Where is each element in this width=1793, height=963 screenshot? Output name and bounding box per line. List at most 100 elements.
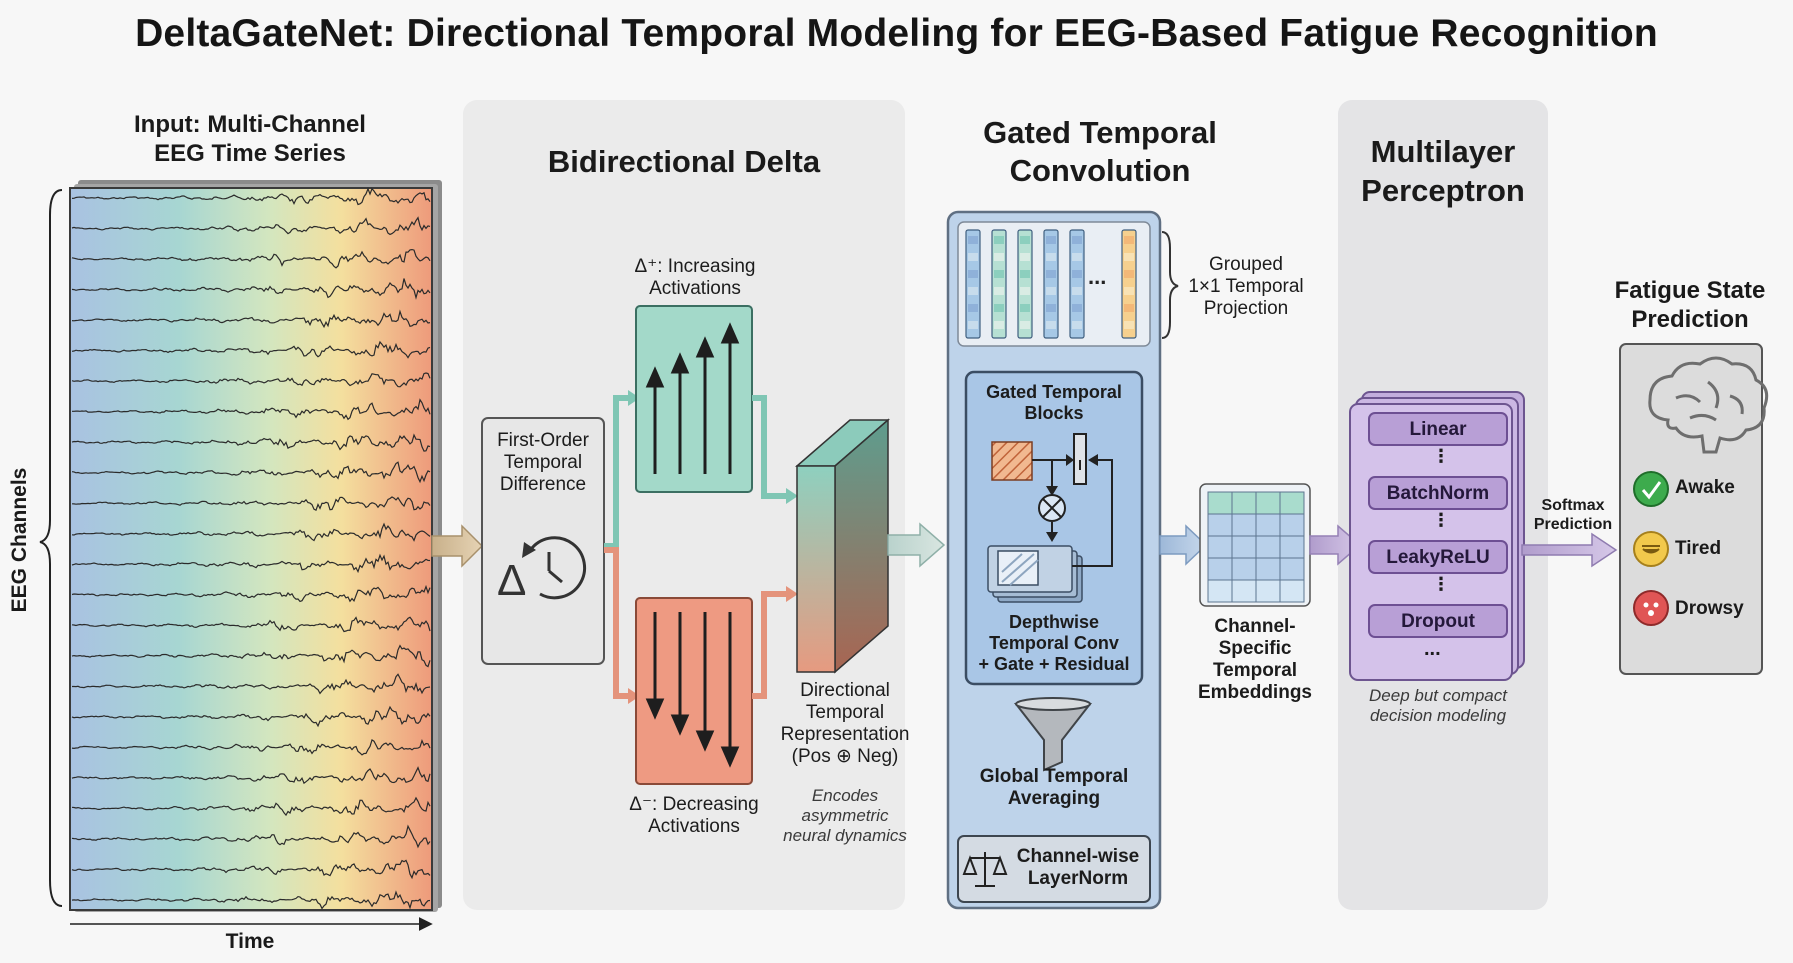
down-arrows xyxy=(645,612,740,768)
input-heading-line2: EEG Time Series xyxy=(154,140,346,167)
connector-to-increase xyxy=(604,395,630,549)
drowsy-icon xyxy=(1633,590,1669,626)
increase-line2: Activations xyxy=(649,278,741,299)
first-order-line1: First-Order xyxy=(497,430,589,451)
repr-line3: Representation xyxy=(780,724,910,745)
emb-line1: Channel- xyxy=(1214,616,1296,637)
connector-increase-to-repr xyxy=(752,395,790,499)
embedding-cell xyxy=(1207,491,1233,515)
gap-line2: Averaging xyxy=(1007,788,1101,809)
gated-blocks-label: Gated Temporal Blocks xyxy=(966,382,1142,424)
diagram-title: DeltaGateNet: Directional Temporal Model… xyxy=(135,12,1658,55)
eeg-trace xyxy=(71,433,431,452)
arrow-delta-to-gated xyxy=(887,522,946,568)
eeg-trace xyxy=(71,187,431,206)
gated-blocks-line1: Gated Temporal xyxy=(986,382,1122,402)
decrease-label: Δ⁻: Decreasing Activations xyxy=(596,794,792,838)
softmax-line1: Softmax xyxy=(1541,497,1605,514)
gate-bar xyxy=(1073,433,1087,485)
embedding-label: Channel- Specific Temporal Embeddings xyxy=(1180,616,1330,704)
mlp-note-line2: decision modeling xyxy=(1369,706,1507,725)
gated-blocks-line2: Blocks xyxy=(1024,403,1084,423)
hatched-input-square xyxy=(991,441,1033,481)
layernorm-box xyxy=(957,835,1151,903)
directional-representation-block xyxy=(794,418,891,674)
arrow-gated-to-embed xyxy=(1159,524,1208,566)
emb-line2: Specific xyxy=(1218,638,1292,659)
embedding-cell xyxy=(1255,579,1281,603)
eeg-trace xyxy=(72,673,431,695)
input-heading: Input: Multi-Channel EEG Time Series xyxy=(90,110,410,168)
delta-heading: Bidirectional Delta xyxy=(547,144,821,179)
gap-label: Global Temporal Averaging xyxy=(958,766,1150,810)
mlp-dots: ... xyxy=(1424,638,1441,660)
brain-icon xyxy=(1648,356,1769,454)
dw-line1: Depthwise xyxy=(1008,612,1100,632)
embedding-cell xyxy=(1255,557,1281,581)
embedding-cell xyxy=(1207,535,1233,559)
softmax-line2: Prediction xyxy=(1533,516,1613,533)
eeg-trace xyxy=(71,824,431,849)
eeg-trace xyxy=(71,340,431,359)
channel-brace xyxy=(39,189,63,907)
eeg-trace xyxy=(71,553,431,574)
decrease-line1: Δ⁻: Decreasing xyxy=(629,794,759,815)
first-order-line3: Difference xyxy=(499,474,587,495)
depthwise-conv-stack xyxy=(987,545,1086,603)
repr-line1: Directional xyxy=(800,680,890,701)
grouped-line1: Grouped xyxy=(1209,254,1283,275)
embedding-cell xyxy=(1255,491,1281,515)
grouped-label: Grouped 1×1 Temporal Projection xyxy=(1176,254,1316,320)
embedding-cell xyxy=(1207,579,1233,603)
emb-line3: Temporal xyxy=(1212,660,1298,681)
embedding-cell xyxy=(1279,557,1305,581)
prediction-box xyxy=(1619,343,1763,675)
note-line1: Encodes xyxy=(811,786,879,805)
state-tired: Tired xyxy=(1675,538,1722,559)
residual-loop xyxy=(1086,459,1113,567)
embedding-cell xyxy=(1231,579,1257,603)
connector-to-decrease xyxy=(604,547,630,699)
balance-scale-icon xyxy=(962,852,1008,887)
prediction-heading: Fatigue State Prediction xyxy=(1590,276,1790,334)
eeg-trace xyxy=(72,398,431,421)
arrow-input-to-delta xyxy=(431,524,484,568)
representation-label: Directional Temporal Representation (Pos… xyxy=(752,680,938,768)
first-order-line2: Temporal xyxy=(503,452,583,473)
first-order-label: First-Order Temporal Difference xyxy=(482,430,604,496)
mlp-layer-linear: Linear xyxy=(1368,412,1508,446)
embedding-cell xyxy=(1231,557,1257,581)
grouped-line3: Projection xyxy=(1203,298,1289,319)
arrow-softmax xyxy=(1521,532,1618,568)
eeg-trace xyxy=(71,461,431,484)
eeg-trace xyxy=(71,309,431,329)
prediction-heading-line2: Prediction xyxy=(1631,306,1749,333)
x-axis-label: Time xyxy=(225,930,275,953)
embedding-cell xyxy=(1279,535,1305,559)
eeg-plot-area xyxy=(69,187,433,911)
eeg-trace xyxy=(71,496,431,512)
embedding-cell xyxy=(1255,513,1281,537)
ln-line2: LayerNorm xyxy=(1027,868,1129,889)
eeg-trace xyxy=(71,766,431,785)
embedding-cell xyxy=(1231,535,1257,559)
input-heading-line1: Input: Multi-Channel xyxy=(134,111,366,138)
funnel-icon xyxy=(1013,697,1093,772)
depthwise-label: Depthwise Temporal Conv + Gate + Residua… xyxy=(966,612,1142,675)
state-drowsy: Drowsy xyxy=(1675,598,1744,619)
gated-heading-line1: Gated Temporal xyxy=(983,115,1217,150)
channel-embedding-grid xyxy=(1199,483,1311,607)
eeg-trace xyxy=(71,890,431,910)
eeg-trace xyxy=(71,705,431,728)
up-arrows xyxy=(645,322,740,474)
ln-line1: Channel-wise xyxy=(1016,846,1140,867)
embedding-cell xyxy=(1279,579,1305,603)
gated-heading-line2: Convolution xyxy=(1009,153,1191,188)
mlp-connector-2: ⋮ xyxy=(1432,510,1450,530)
eeg-trace xyxy=(71,584,431,603)
eeg-trace xyxy=(71,859,431,880)
delta-symbol: Δ xyxy=(497,556,527,605)
mlp-heading: Multilayer Perceptron xyxy=(1338,132,1548,210)
eeg-trace xyxy=(71,372,431,388)
